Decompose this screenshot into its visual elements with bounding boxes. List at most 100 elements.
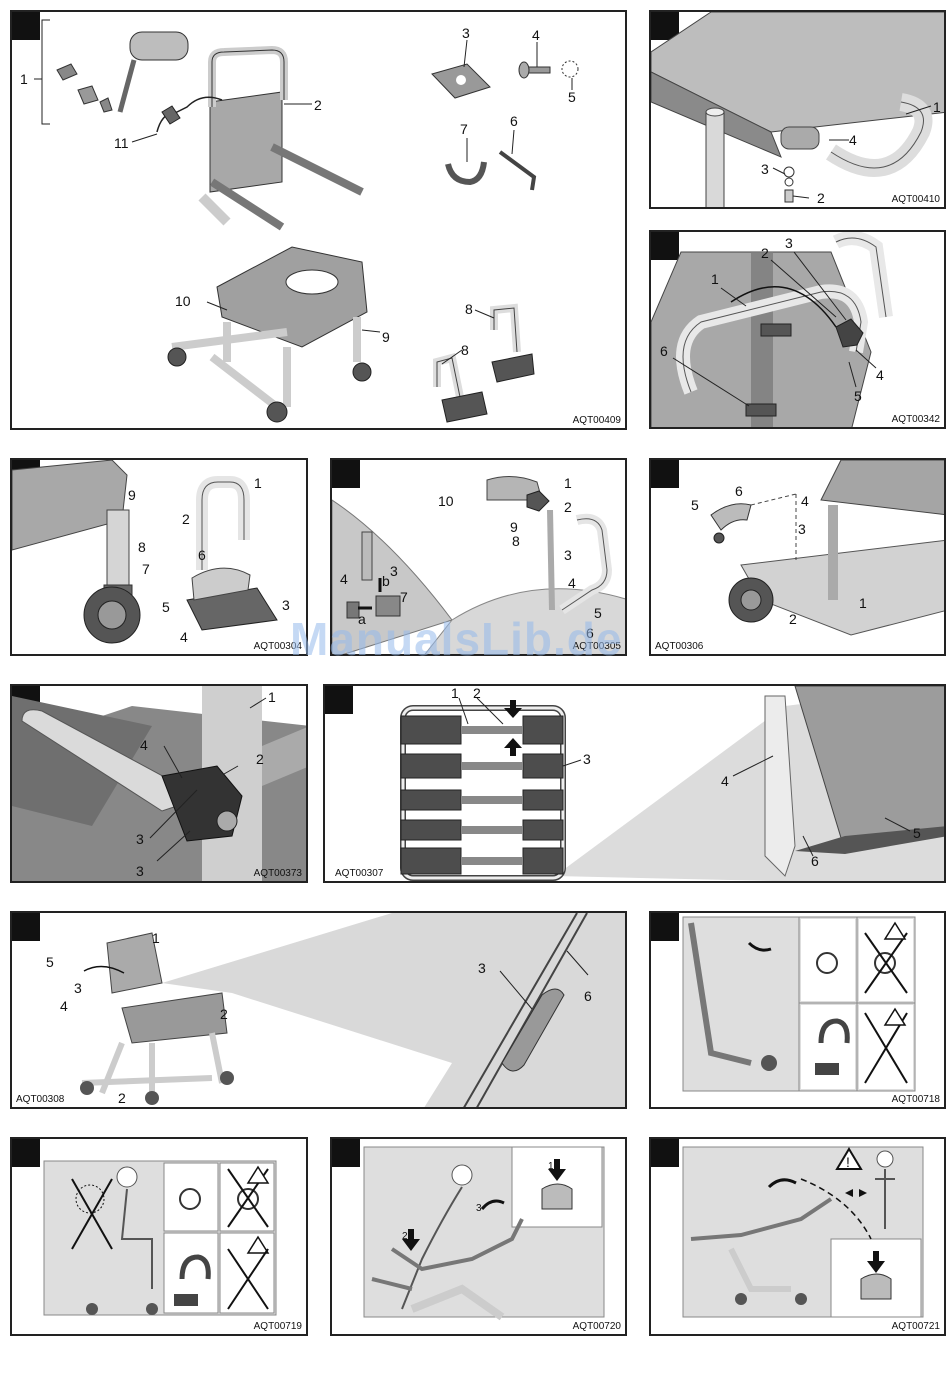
- callout-label: 1: [859, 595, 867, 611]
- figure-code: AQT00307: [335, 868, 383, 879]
- figure-code: AQT00719: [254, 1321, 302, 1332]
- backrest-straps-illustration: 1 2 3 4 5 6: [325, 686, 946, 883]
- callout-label: 8: [461, 342, 469, 358]
- callout-label: 6: [660, 343, 668, 359]
- callout-label: 6: [198, 547, 206, 563]
- callout-label: 5: [913, 825, 921, 841]
- callout-label: 4: [849, 132, 857, 148]
- callout-label: 2: [473, 686, 481, 701]
- callout-label: 3: [74, 980, 82, 996]
- callout-label: 10: [438, 493, 454, 509]
- callout-label: b: [382, 573, 390, 589]
- callout-label: 1: [933, 99, 941, 115]
- callout-label: 1: [268, 689, 276, 705]
- callout-label: 2: [761, 245, 769, 261]
- figure-code: AQT00721: [892, 1321, 940, 1332]
- figure-panel-backrest-straps: 1 2 3 4 5 6 AQT00307: [323, 684, 946, 883]
- callout-label: 8: [512, 533, 520, 549]
- figure-code: AQT00342: [892, 414, 940, 425]
- callout-label: 5: [568, 89, 576, 105]
- figure-code: AQT00720: [573, 1321, 621, 1332]
- callout-label: 8: [138, 539, 146, 555]
- callout-label: 8: [465, 301, 473, 317]
- callout-label: 9: [128, 487, 136, 503]
- figure-panel-cable-routing: 1 2 3 4 5 6 AQT00342: [649, 230, 946, 429]
- armrest-mount-illustration: 1 2 3 4: [651, 12, 946, 209]
- callout-label: 3: [282, 597, 290, 613]
- callout-label: 5: [46, 954, 54, 970]
- callout-label: 2: [402, 1231, 408, 1242]
- callout-label: 3: [785, 235, 793, 251]
- tilt-clearance-illustration: !: [651, 1139, 946, 1336]
- parts-overview-illustration: 1 2 3 4 5 6 7 8 8 9 10 11: [12, 12, 627, 430]
- callout-label: 6: [510, 113, 518, 129]
- callout-label: 4: [721, 773, 729, 789]
- footrest-mount-illustration: 1 2 3 4 5 6 7 8 9: [12, 460, 308, 656]
- cable-sleeve-illustration: 1 2 2 3 3 4 5 6: [12, 913, 627, 1109]
- callout-label: 2: [220, 1006, 228, 1022]
- figure-panel-armrest-mount: 1 2 3 4 AQT00410: [649, 10, 946, 209]
- callout-label: 3: [390, 563, 398, 579]
- callout-label: 2: [256, 751, 264, 767]
- callout-label: 7: [460, 121, 468, 137]
- figure-code: AQT00306: [655, 641, 703, 652]
- armrest-joint-illustration: 1 2 3 3 4: [12, 686, 308, 883]
- warning-glyph: !: [846, 1154, 850, 1170]
- callout-label: 2: [817, 190, 825, 206]
- callout-label: 1: [20, 71, 28, 87]
- figure-code: AQT00308: [16, 1094, 64, 1105]
- callout-label: 4: [532, 27, 540, 43]
- callout-label: 6: [811, 853, 819, 869]
- callout-label: 4: [568, 575, 576, 591]
- callout-label: 5: [162, 599, 170, 615]
- callout-label: 3: [583, 751, 591, 767]
- tilt-operation-illustration: 1 2 3: [332, 1139, 627, 1336]
- figure-code: AQT00718: [892, 1094, 940, 1105]
- cable-routing-illustration: 1 2 3 4 5 6: [651, 232, 946, 429]
- figure-code: AQT00410: [892, 194, 940, 205]
- figure-panel-parts-overview: 1 2 3 4 5 6 7 8 8 9 10 11 AQT00409: [10, 10, 627, 430]
- figure-code: AQT00409: [573, 415, 621, 426]
- callout-label: 4: [801, 493, 809, 509]
- figure-panel-tilt-clearance: ! AQT00721: [649, 1137, 946, 1336]
- callout-label: 2: [789, 611, 797, 627]
- callout-label: 7: [400, 589, 408, 605]
- callout-label: 4: [60, 998, 68, 1014]
- callout-label: 3: [136, 831, 144, 847]
- callout-label: 2: [564, 499, 572, 515]
- crutch-holder-illustration: 1 2 3 4 5 6: [651, 460, 946, 656]
- watermark: ManualsLib.de: [290, 612, 622, 666]
- callout-label: 1: [451, 686, 459, 701]
- figure-panel-cable-sleeve: 1 2 2 3 3 4 5 6 AQT00308: [10, 911, 627, 1109]
- callout-label: 11: [114, 135, 129, 151]
- callout-label: 3: [798, 521, 806, 537]
- callout-label: 4: [180, 629, 188, 645]
- brake-usage-illustration: [651, 913, 946, 1109]
- figure-panel-footrest-mount: 1 2 3 4 5 6 7 8 9 AQT00304: [10, 458, 308, 656]
- callout-label: 9: [510, 519, 518, 535]
- callout-label: 2: [118, 1090, 126, 1106]
- callout-label: 3: [462, 25, 470, 41]
- figure-panel-tilt-operation: 1 2 3 AQT00720: [330, 1137, 627, 1336]
- callout-label: 5: [854, 388, 862, 404]
- callout-label: 4: [140, 737, 148, 753]
- callout-label: 3: [136, 863, 144, 879]
- sitting-safety-illustration: [12, 1139, 308, 1336]
- callout-label: 1: [254, 475, 262, 491]
- callout-label: 3: [478, 960, 486, 976]
- callout-label: 5: [691, 497, 699, 513]
- callout-label: 6: [584, 988, 592, 1004]
- callout-label: 1: [564, 475, 572, 491]
- callout-label: 3: [564, 547, 572, 563]
- callout-label: 6: [735, 483, 743, 499]
- callout-label: 3: [476, 1203, 482, 1214]
- figure-panel-armrest-joint: 1 2 3 3 4 AQT00373: [10, 684, 308, 883]
- callout-label: 2: [182, 511, 190, 527]
- callout-label: 1: [152, 930, 160, 946]
- callout-label: 1: [548, 1161, 554, 1172]
- callout-label: 1: [711, 271, 719, 287]
- figure-panel-sitting-safety: AQT00719: [10, 1137, 308, 1336]
- figure-panel-crutch-holder: 1 2 3 4 5 6 AQT00306: [649, 458, 946, 656]
- callout-label: 9: [382, 329, 390, 345]
- callout-label: 3: [761, 161, 769, 177]
